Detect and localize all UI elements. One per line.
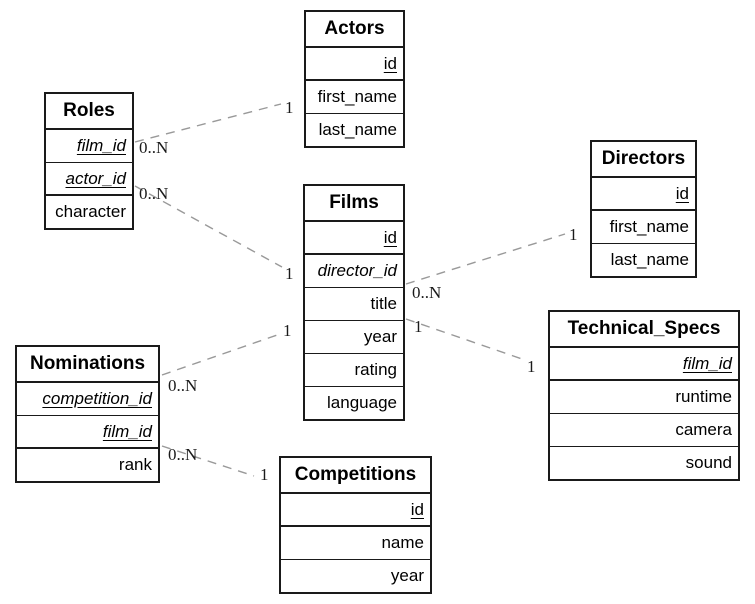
entity-roles: Roles film_id actor_id character	[44, 92, 134, 230]
field-row-competitions-id: id	[281, 494, 430, 527]
cardinality-label-roles-actors-0: 0..N	[139, 138, 169, 157]
field-name: id	[383, 54, 397, 73]
field-row-competitions-name: name	[281, 527, 430, 560]
entity-title-roles: Roles	[46, 94, 132, 130]
field-row-actors-id: id	[306, 48, 403, 81]
field-name: camera	[675, 420, 732, 439]
field-name: rating	[354, 360, 397, 379]
field-row-technical_specs-runtime: runtime	[550, 381, 738, 414]
cardinality-label-roles-films-1: 1	[285, 264, 294, 283]
cardinality-label-nominations-films-1: 1	[283, 321, 292, 340]
cardinality-label-roles-actors-1: 1	[285, 98, 294, 117]
field-row-directors-first_name: first_name	[592, 211, 695, 244]
entity-title-films: Films	[305, 186, 403, 222]
relation-line-films-technical_specs	[405, 318, 526, 361]
field-name: last_name	[318, 120, 397, 139]
entity-directors: Directors id first_name last_name	[590, 140, 697, 278]
field-name: first_name	[317, 87, 397, 106]
field-name: runtime	[675, 387, 732, 406]
field-name: film_id	[102, 422, 152, 441]
field-row-technical_specs-film_id: film_id	[550, 348, 738, 381]
field-name: id	[383, 228, 397, 247]
field-name: sound	[685, 453, 732, 472]
cardinality-label-films-technical_specs-1: 1	[527, 357, 536, 376]
field-name: name	[381, 533, 424, 552]
cardinality-label-nominations-competitions-1: 1	[260, 465, 269, 484]
field-row-films-rating: rating	[305, 354, 403, 387]
field-row-directors-id: id	[592, 178, 695, 211]
field-name: film_id	[76, 136, 126, 155]
field-name: last_name	[610, 250, 689, 269]
cardinality-label-roles-films-0: 0..N	[139, 184, 169, 203]
entity-competitions: Competitions id name year	[279, 456, 432, 594]
field-row-films-year: year	[305, 321, 403, 354]
field-name: first_name	[609, 217, 689, 236]
field-row-technical_specs-sound: sound	[550, 447, 738, 479]
entity-title-nominations: Nominations	[17, 347, 158, 383]
relation-line-nominations-competitions	[161, 445, 255, 477]
field-name: year	[390, 566, 424, 585]
field-name: title	[370, 294, 397, 313]
field-row-nominations-film_id: film_id	[17, 416, 158, 449]
field-name: character	[55, 202, 126, 221]
field-name: language	[327, 393, 397, 412]
entity-actors: Actors id first_name last_name	[304, 10, 405, 148]
entity-title-directors: Directors	[592, 142, 695, 178]
field-row-films-director_id: director_id	[305, 255, 403, 288]
field-name: year	[363, 327, 397, 346]
field-row-actors-last_name: last_name	[306, 114, 403, 146]
field-row-roles-character: character	[46, 196, 132, 228]
cardinality-label-films-directors-1: 1	[569, 225, 578, 244]
relation-line-films-directors	[405, 233, 566, 285]
cardinality-label-nominations-competitions-0: 0..N	[168, 445, 198, 464]
field-row-competitions-year: year	[281, 560, 430, 592]
field-name: id	[410, 500, 424, 519]
field-name: director_id	[317, 261, 397, 280]
field-name: rank	[118, 455, 152, 474]
field-row-nominations-competition_id: competition_id	[17, 383, 158, 416]
field-row-actors-first_name: first_name	[306, 81, 403, 114]
cardinality-label-nominations-films-0: 0..N	[168, 376, 198, 395]
cardinality-label-films-technical_specs-0: 1	[414, 317, 423, 336]
field-row-films-language: language	[305, 387, 403, 419]
field-row-films-id: id	[305, 222, 403, 255]
field-row-films-title: title	[305, 288, 403, 321]
field-name: competition_id	[42, 389, 152, 408]
relation-line-roles-films	[134, 185, 283, 268]
field-row-roles-film_id: film_id	[46, 130, 132, 163]
field-row-nominations-rank: rank	[17, 449, 158, 481]
field-row-roles-actor_id: actor_id	[46, 163, 132, 196]
entity-title-actors: Actors	[306, 12, 403, 48]
field-name: id	[675, 184, 689, 203]
field-name: film_id	[682, 354, 732, 373]
field-name: actor_id	[65, 169, 126, 188]
entity-title-competitions: Competitions	[281, 458, 430, 494]
relation-line-nominations-films	[161, 333, 281, 376]
entity-title-technical_specs: Technical_Specs	[550, 312, 738, 348]
cardinality-label-films-directors-0: 0..N	[412, 283, 442, 302]
field-row-directors-last_name: last_name	[592, 244, 695, 276]
field-row-technical_specs-camera: camera	[550, 414, 738, 447]
relation-line-roles-actors	[134, 103, 282, 143]
